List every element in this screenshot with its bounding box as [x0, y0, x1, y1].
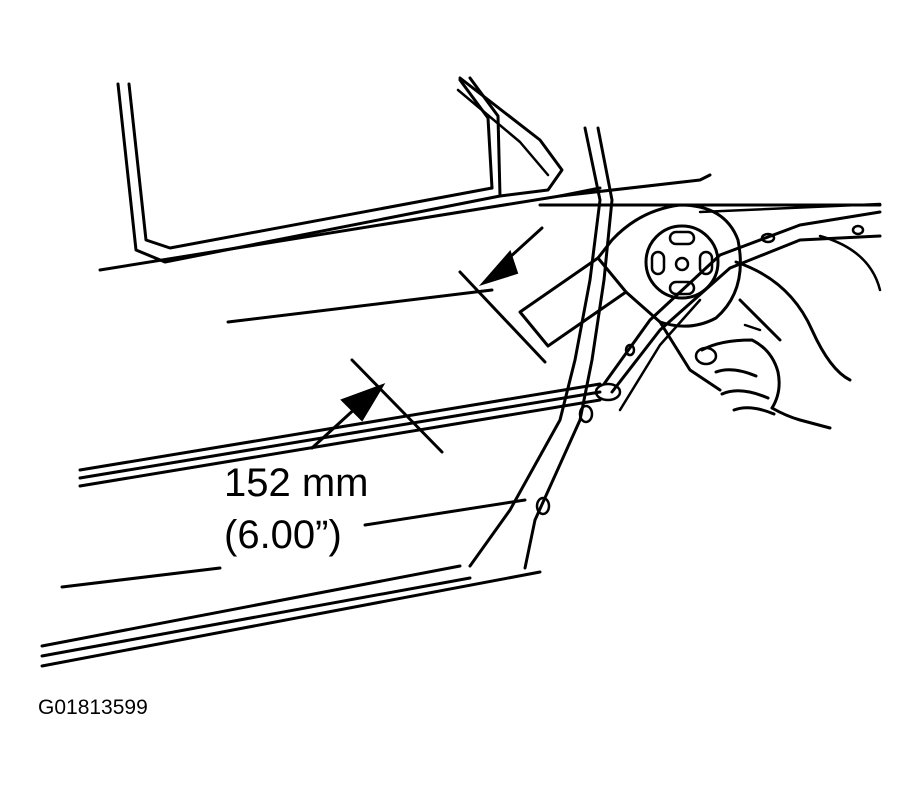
figure-id-label: G01813599 — [38, 696, 148, 719]
hand-icon — [700, 260, 852, 430]
heat-gun-icon — [518, 203, 742, 392]
window-frame — [116, 76, 564, 264]
dimension-arrow-icon — [310, 226, 547, 454]
door-frame-edge — [468, 126, 882, 570]
dimension-imperial-label: (6.00”) — [224, 513, 342, 557]
door-body-lines — [40, 288, 602, 668]
dimension-metric-label: 152 mm — [224, 461, 369, 505]
belt-line — [98, 173, 882, 272]
